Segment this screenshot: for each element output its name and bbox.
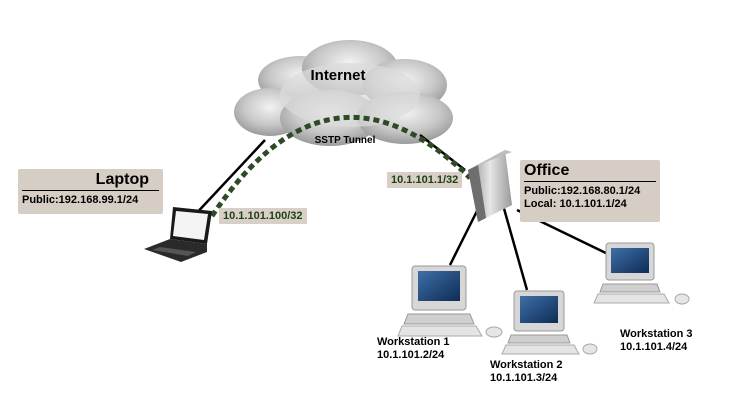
- link-office-internet: [419, 134, 466, 171]
- internet-cloud-icon: [234, 40, 453, 146]
- laptop-icon: [144, 207, 212, 262]
- internet-label: Internet: [310, 67, 365, 84]
- sstp-tunnel-path: [209, 114, 472, 218]
- laptop-public-ip: Public:192.168.99.1/24: [22, 194, 139, 206]
- link-office-workstation-2: [501, 204, 529, 291]
- workstation-2-label: Workstation 2 10.1.101.3/24: [490, 359, 563, 385]
- office-tunnel-ip-tag: 10.1.101.1/32: [387, 172, 463, 188]
- workstation-3-icon: [593, 242, 690, 305]
- sstp-tunnel-label: SSTP Tunnel: [315, 135, 376, 146]
- router-icon: [468, 150, 512, 222]
- link-laptop-internet: [191, 139, 266, 219]
- workstation-3-label: Workstation 3 10.1.101.4/24: [620, 328, 693, 354]
- workstation-1-icon: [397, 265, 503, 338]
- workstation-3-name: Workstation 3: [620, 328, 693, 340]
- workstation-1-label: Workstation 1 10.1.101.2/24: [377, 336, 450, 362]
- office-info-box: Office Public:192.168.80.1/24 Local: 10.…: [520, 160, 660, 222]
- workstation-3-ip: 10.1.101.4/24: [620, 341, 688, 353]
- office-public-ip: Public:192.168.80.1/24: [524, 185, 641, 197]
- workstation-2-ip: 10.1.101.3/24: [490, 372, 558, 384]
- office-title: Office: [524, 160, 656, 182]
- laptop-info-box: Laptop Public:192.168.99.1/24: [18, 169, 163, 214]
- workstation-1-name: Workstation 1: [377, 336, 450, 348]
- workstation-2-name: Workstation 2: [490, 359, 563, 371]
- workstation-2-icon: [501, 290, 598, 355]
- office-local-ip: Local: 10.1.101.1/24: [524, 198, 627, 210]
- link-office-workstation-1: [448, 204, 482, 266]
- laptop-title: Laptop: [22, 169, 159, 191]
- workstation-1-ip: 10.1.101.2/24: [377, 349, 445, 361]
- laptop-tunnel-ip-tag: 10.1.101.100/32: [219, 208, 307, 224]
